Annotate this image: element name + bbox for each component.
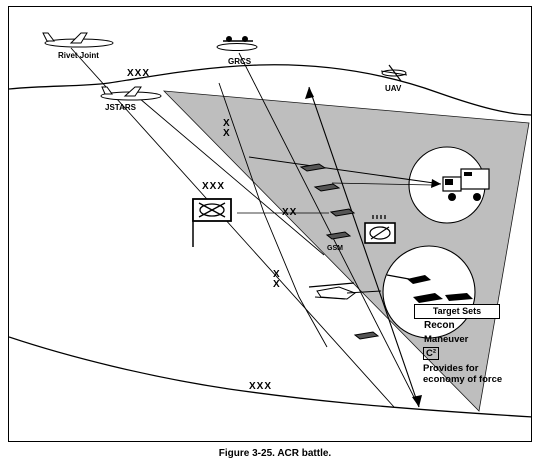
bottom-boundary-echelon: XXX xyxy=(249,381,273,392)
uav-aircraft xyxy=(380,64,408,82)
gsm-unit-symbol xyxy=(364,215,396,244)
c2-label: C² xyxy=(423,347,440,360)
division-boundary-echelon: XX xyxy=(282,207,298,218)
helicopter-icon xyxy=(308,282,382,300)
bottom-boundary xyxy=(9,336,531,418)
rivet-joint-aircraft xyxy=(42,32,114,48)
gsm-label: GSM xyxy=(327,245,343,252)
jstars-aircraft xyxy=(100,86,162,101)
figure-caption: Figure 3-25. ACR battle. xyxy=(218,448,332,459)
horizon-line xyxy=(9,64,531,116)
maneuver-arrow xyxy=(308,86,420,408)
division-boundary-line xyxy=(218,82,328,348)
provides-line-2: economy of force xyxy=(423,374,503,385)
acr-flag-symbol xyxy=(192,198,232,247)
grcs-label: GRCS xyxy=(228,57,252,66)
acr-echelon: XXX xyxy=(202,181,226,192)
division-boundary-lower-echelon: X X xyxy=(273,269,281,290)
truck-pointer xyxy=(331,182,433,186)
uav-label: UAV xyxy=(385,84,402,93)
battle-diagram xyxy=(9,32,531,418)
rivet-joint-label: Rivet Joint xyxy=(58,51,99,60)
maneuver-label: Maneuver xyxy=(424,334,469,345)
division-boundary-vertical-echelon: X X xyxy=(223,118,231,139)
recon-pointer xyxy=(248,156,442,185)
provides-line-1: Provides for xyxy=(423,363,479,374)
tank-icon xyxy=(386,274,473,303)
jstars-line xyxy=(138,97,325,256)
top-boundary-echelon: XXX xyxy=(127,68,151,79)
target-sets-box: Target Sets xyxy=(414,304,500,319)
recon-pointer-head xyxy=(431,179,441,188)
grcs-line xyxy=(238,52,420,408)
vehicle-icon xyxy=(299,163,380,340)
figure-frame: Rivet Joint GRCS UAV JSTARS XXX XXX XX X… xyxy=(8,6,532,442)
rivet-joint-line xyxy=(70,47,395,408)
truck-icon xyxy=(442,168,490,201)
jstars-label: JSTARS xyxy=(105,103,136,112)
arrow-head-top xyxy=(305,87,314,99)
recon-label: Recon xyxy=(424,320,455,331)
arrow-head-bottom xyxy=(412,395,422,407)
grcs-aircraft xyxy=(216,36,258,51)
